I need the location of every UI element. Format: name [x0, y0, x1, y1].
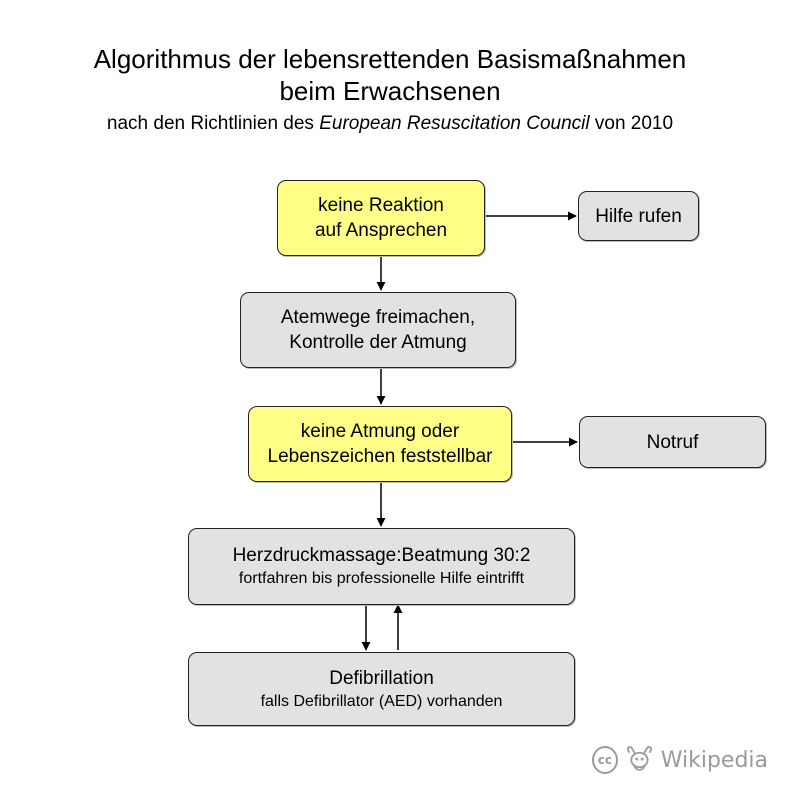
- gnu-head-icon: [626, 746, 652, 771]
- box-defibrillation-line-1: Defibrillation: [329, 667, 434, 689]
- box-airway-line-2: Kontrolle der Atmung: [289, 332, 467, 353]
- subtitle-organization: European Resuscitation Council: [319, 113, 590, 134]
- box-airway-line-1: Atemwege freimachen,: [280, 307, 476, 328]
- box-no-breathing-line-2: Lebenszeichen feststellbar: [267, 446, 493, 467]
- box-defibrillation-line-2: falls Defibrillator (AED) vorhanden: [260, 692, 503, 710]
- watermark-text: Wikipedia: [660, 747, 768, 773]
- box-call-help: Hilfe rufen: [578, 191, 699, 241]
- wikipedia-watermark: cc Wikipedia: [592, 739, 768, 781]
- box-call-help-label: Hilfe rufen: [595, 205, 682, 227]
- subtitle-after: von 2010: [594, 113, 674, 134]
- box-airway: Atemwege freimachen, Kontrolle der Atmun…: [240, 292, 516, 368]
- box-no-reaction-line-1: keine Reaktion: [318, 195, 444, 216]
- box-cpr-line-2: fortfahren bis professionelle Hilfe eint…: [238, 570, 525, 587]
- subtitle-before: nach den Richtlinien des: [106, 113, 314, 134]
- box-no-breathing: keine Atmung oder Lebenszeichen feststel…: [248, 406, 512, 482]
- box-no-reaction-line-2: auf Ansprechen: [314, 220, 448, 241]
- box-emergency-call-label: Notruf: [646, 431, 699, 453]
- box-cpr: Herzdruckmassage:Beatmung 30:2 fortfahre…: [188, 528, 575, 605]
- cc-icon-label: cc: [597, 753, 613, 767]
- creative-commons-icon: cc: [592, 746, 618, 774]
- page-title-line-2: beim Erwachsenen: [279, 76, 501, 106]
- box-no-reaction: keine Reaktion auf Ansprechen: [277, 180, 485, 256]
- box-defibrillation: Defibrillation falls Defibrillator (AED)…: [188, 652, 575, 726]
- box-no-breathing-line-1: keine Atmung oder: [300, 421, 460, 442]
- box-emergency-call: Notruf: [579, 416, 766, 468]
- page-subtitle: nach den Richtlinien des European Resusc…: [0, 112, 780, 136]
- box-cpr-line-1: Herzdruckmassage:Beatmung 30:2: [232, 545, 531, 566]
- page-title-line-1: Algorithmus der lebensrettenden Basismaß…: [93, 44, 687, 74]
